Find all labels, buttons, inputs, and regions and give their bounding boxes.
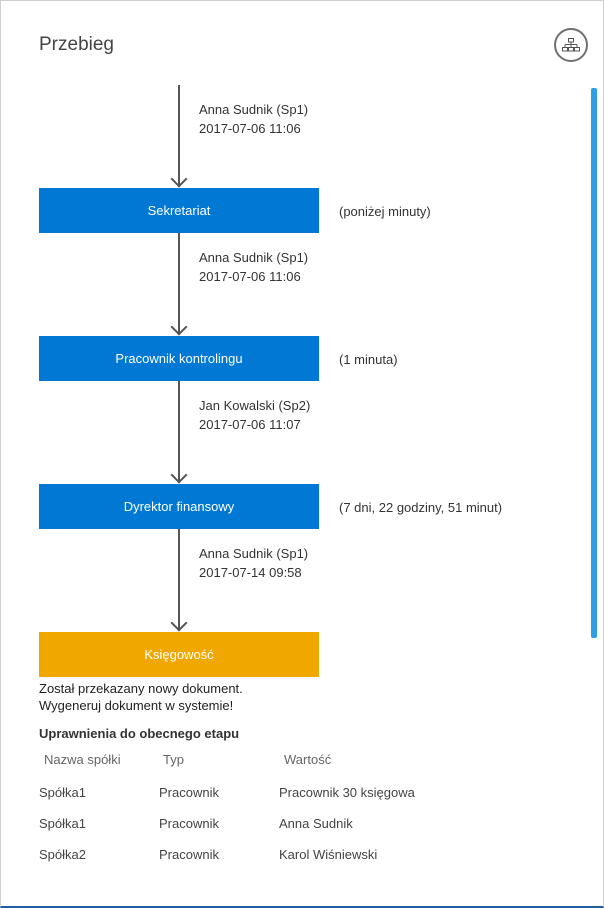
cell-company: Spółka1 [39,785,86,800]
message-line: Wygeneruj dokument w systemie! [39,698,234,713]
cell-type: Pracownik [159,847,219,862]
column-header-value: Wartość [284,752,332,767]
panel-title: Przebieg [39,34,114,55]
stage-dyrektor-finansowy[interactable]: Dyrektor finansowy [39,484,319,529]
transition-info: Anna Sudnik (Sp1) 2017-07-06 11:06 [199,248,308,286]
transition-info: Anna Sudnik (Sp1) 2017-07-06 11:06 [199,100,308,138]
transition-date: 2017-07-06 11:06 [199,269,301,284]
transition-date: 2017-07-06 11:07 [199,417,301,432]
arrow-down-icon [170,170,188,188]
column-header-company: Nazwa spółki [44,752,121,767]
message-line: Został przekazany nowy dokument. [39,681,243,696]
stage-message: Został przekazany nowy dokument. Wygener… [39,680,243,714]
cell-company: Spółka2 [39,847,86,862]
stage-ksiegowosc-current[interactable]: Księgowość [39,632,319,677]
arrow-down-icon [170,466,188,484]
permissions-title: Uprawnienia do obecnego etapu [39,726,240,741]
stage-duration: (1 minuta) [339,352,398,367]
cell-type: Pracownik [159,785,219,800]
transition-date: 2017-07-14 09:58 [199,565,302,580]
transition-user: Jan Kowalski (Sp2) [199,398,311,413]
transition-user: Anna Sudnik (Sp1) [199,102,309,117]
arrow-down-icon [170,318,188,336]
cell-type: Pracownik [159,816,219,831]
sitemap-icon [562,38,580,52]
cell-value: Karol Wiśniewski [279,847,378,862]
stage-sekretariat[interactable]: Sekretariat [39,188,319,233]
transition-user: Anna Sudnik (Sp1) [199,546,309,561]
column-header-type: Typ [163,752,184,767]
transition-date: 2017-07-06 11:06 [199,121,301,136]
arrow-down-icon [170,614,188,632]
stage-duration: (7 dni, 22 godziny, 51 minut) [339,500,503,515]
workflow-diagram-button[interactable] [554,28,588,62]
flow-arrow-line [178,233,180,333]
flow-arrow-line [178,85,180,185]
transition-user: Anna Sudnik (Sp1) [199,250,309,265]
scrollbar[interactable] [591,88,597,638]
cell-value: Pracownik 30 księgowa [279,785,415,800]
flow-arrow-line [178,381,180,481]
cell-company: Spółka1 [39,816,86,831]
stage-duration: (poniżej minuty) [339,204,431,219]
stage-pracownik-kontrolingu[interactable]: Pracownik kontrolingu [39,336,319,381]
transition-info: Jan Kowalski (Sp2) 2017-07-06 11:07 [199,396,310,434]
transition-info: Anna Sudnik (Sp1) 2017-07-14 09:58 [199,544,308,582]
flow-arrow-line [178,529,180,629]
cell-value: Anna Sudnik [279,816,353,831]
